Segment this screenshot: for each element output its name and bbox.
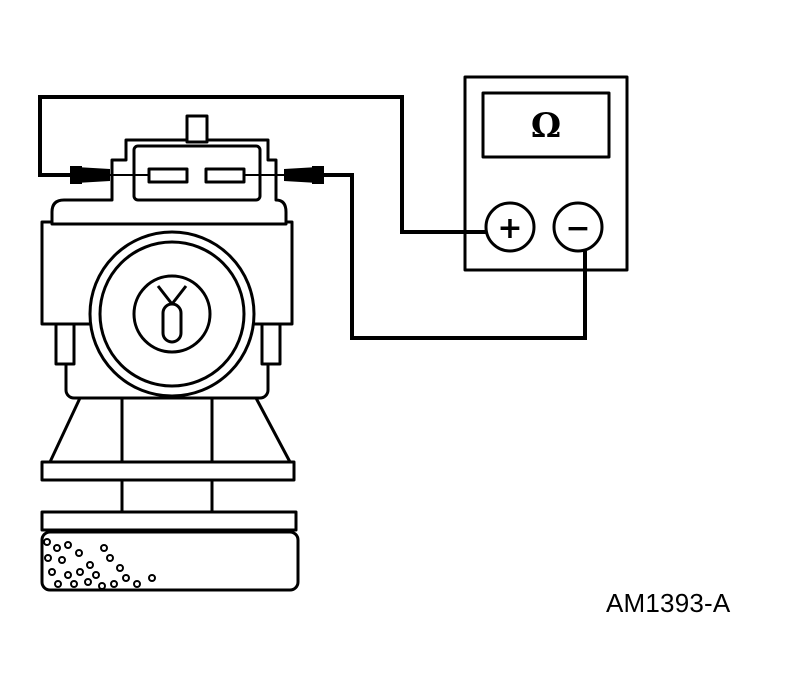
positive-terminal — [484, 201, 536, 253]
neck — [120, 396, 214, 464]
negative-lead-wire — [318, 173, 587, 340]
negative-probe-tip — [284, 167, 318, 183]
connector-block — [132, 144, 262, 202]
base-plate — [40, 530, 300, 592]
ohmmeter: Ω + − — [463, 75, 629, 272]
meter-display — [481, 91, 611, 159]
positive-terminal-label: + — [497, 211, 522, 246]
left-tab — [54, 318, 76, 366]
left-pin — [147, 167, 189, 184]
negative-terminal-label: − — [565, 211, 590, 246]
right-support — [210, 396, 292, 464]
right-pin — [204, 167, 246, 184]
granules — [43, 538, 156, 590]
figure-reference: AM1393-A — [606, 588, 731, 618]
positive-probe-tip — [76, 167, 110, 183]
stem — [120, 476, 214, 514]
positive-probe-body — [70, 166, 82, 184]
positive-lead-wire — [38, 95, 486, 234]
right-tab — [260, 318, 282, 366]
test-leads — [38, 95, 587, 340]
component — [40, 114, 324, 592]
mounting-plate — [40, 460, 296, 482]
left-support — [48, 396, 124, 464]
negative-terminal — [552, 201, 604, 253]
key-slot — [161, 302, 183, 344]
ohm-symbol: Ω — [531, 106, 561, 146]
negative-probe-body — [312, 166, 324, 184]
connector-peg — [185, 114, 209, 144]
base-flange — [40, 510, 298, 532]
